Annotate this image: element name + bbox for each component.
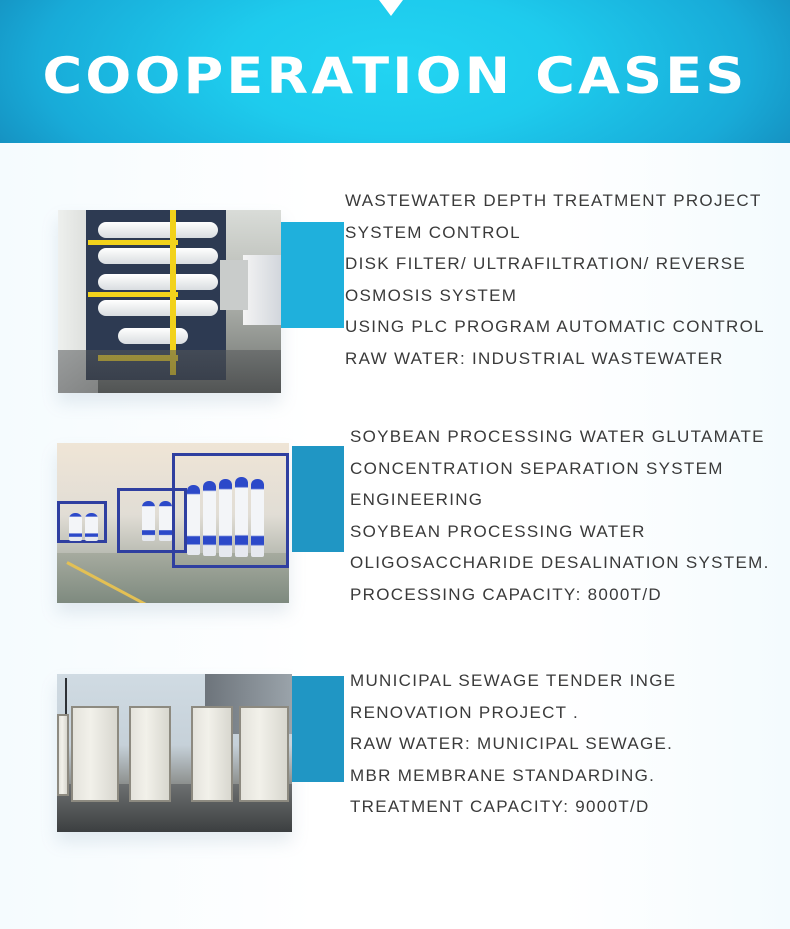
accent-block xyxy=(281,222,344,328)
case-line: SYSTEM CONTROL xyxy=(345,222,521,242)
case-description: MUNICIPAL SEWAGE TENDER INGE RENOVATION … xyxy=(350,665,676,823)
header-banner: COOPERATION CASES xyxy=(0,0,790,143)
reverse-osmosis-plant-photo xyxy=(58,210,281,393)
case-line: WASTEWATER DEPTH TREATMENT PROJECT xyxy=(345,191,762,210)
case-line: RAW WATER: INDUSTRIAL WASTEWATER xyxy=(345,348,724,368)
case-description: SOYBEAN PROCESSING WATER GLUTAMATE CONCE… xyxy=(350,421,770,610)
case-line: PROCESSING CAPACITY: 8000T/D xyxy=(350,584,662,604)
case-line: TREATMENT CAPACITY: 9000T/D xyxy=(350,797,650,816)
case-line: RENOVATION PROJECT . xyxy=(350,702,580,722)
ultrafiltration-plant-photo xyxy=(57,443,289,603)
case-line: MUNICIPAL SEWAGE TENDER INGE xyxy=(350,671,677,690)
accent-block xyxy=(292,676,344,782)
page-title: COOPERATION CASES xyxy=(42,47,748,105)
case-line: ENGINEERING xyxy=(350,490,484,509)
case-line: OLIGOSACCHARIDE DESALINATION SYSTEM. xyxy=(350,553,770,572)
accent-block xyxy=(292,446,344,552)
case-line: RAW WATER: MUNICIPAL SEWAGE. xyxy=(350,734,674,753)
case-line: USING PLC PROGRAM AUTOMATIC CONTROL xyxy=(345,317,765,336)
case-line: SOYBEAN PROCESSING WATER xyxy=(350,521,646,541)
mbr-membrane-modules-photo xyxy=(57,674,292,832)
case-description: WASTEWATER DEPTH TREATMENT PROJECT SYSTE… xyxy=(345,185,765,374)
case-line: CONCENTRATION SEPARATION SYSTEM xyxy=(350,458,724,478)
case-line: OSMOSIS SYSTEM xyxy=(345,285,518,305)
case-line: SOYBEAN PROCESSING WATER GLUTAMATE xyxy=(350,427,765,446)
down-triangle-icon xyxy=(379,0,403,16)
case-line: DISK FILTER/ ULTRAFILTRATION/ REVERSE xyxy=(345,254,747,273)
case-line: MBR MEMBRANE STANDARDING. xyxy=(350,765,656,785)
